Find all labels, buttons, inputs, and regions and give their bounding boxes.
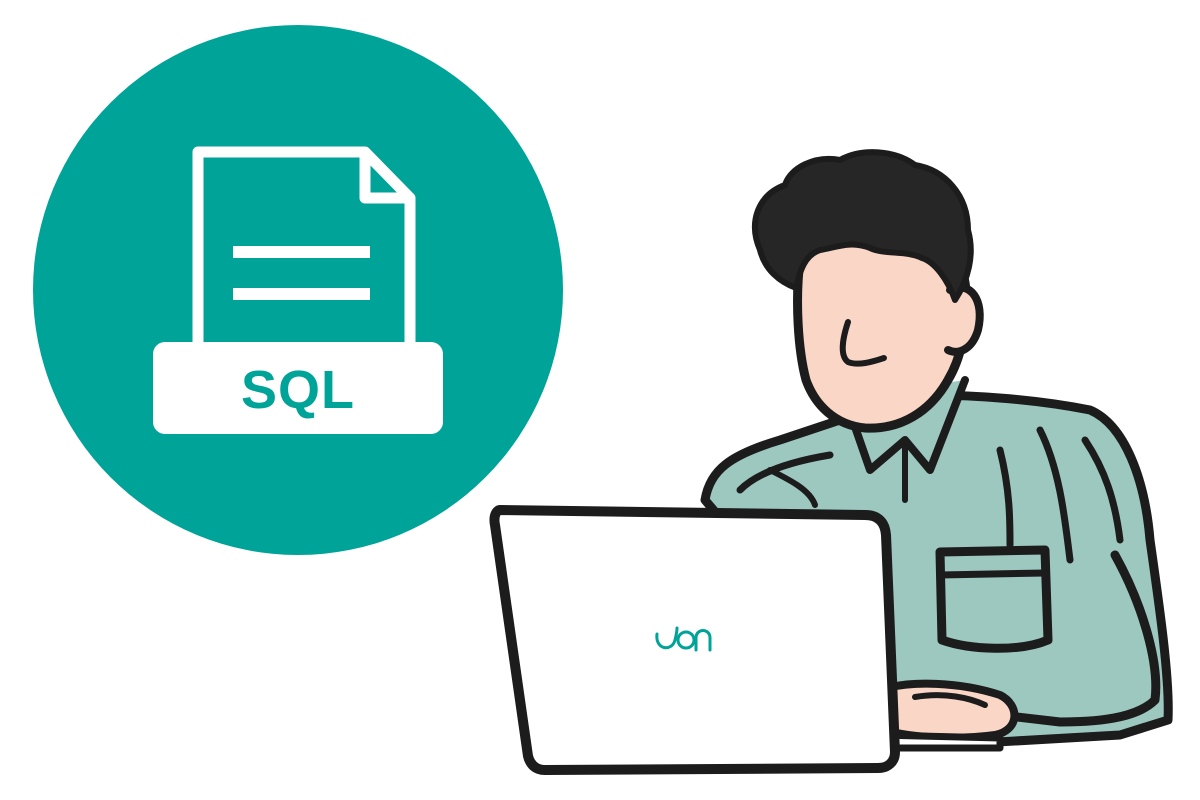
brand-logo-icon [655,626,712,652]
nose [839,319,887,367]
file-type-plate [153,342,443,434]
document-line [233,246,370,258]
shirt-pocket [935,545,1053,653]
person-with-laptop [489,149,1173,775]
hair [752,149,974,303]
sql-file-icon [192,146,416,358]
file-type-label: SQL [241,360,355,420]
ear [944,283,984,356]
arm [995,550,1161,727]
hand [876,679,1019,742]
document-line [233,288,370,300]
sql-file-badge: SQL [33,25,563,555]
